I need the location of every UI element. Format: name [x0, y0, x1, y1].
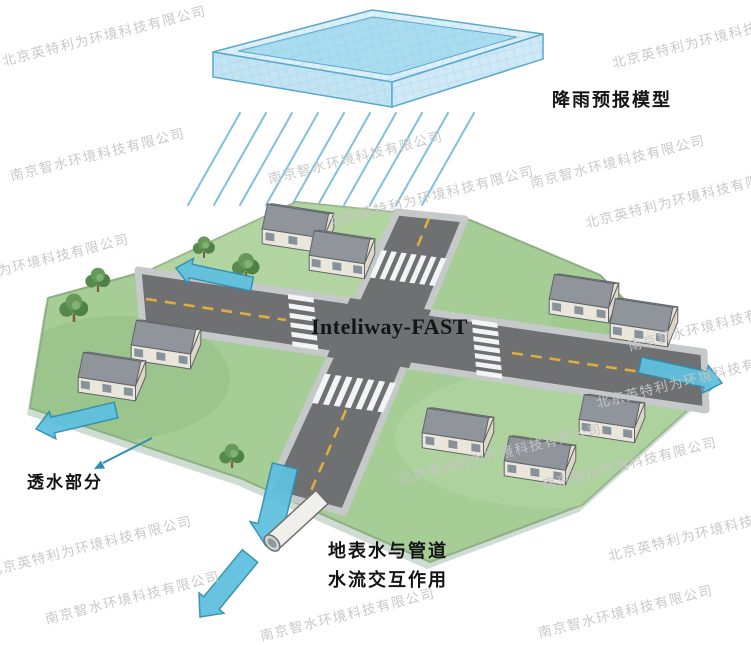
flow-arrow: [174, 256, 255, 292]
house: [578, 393, 646, 444]
road-markings: [145, 217, 697, 501]
interaction-label-line1: 地表水与管道: [328, 541, 448, 562]
drain-pipe: [198, 489, 330, 618]
permeable-label: 透水部分: [27, 473, 103, 493]
trees: [59, 236, 260, 468]
water-flow-arrows: [34, 256, 724, 548]
permeable-callout-arrow: [94, 437, 153, 469]
tree: [59, 293, 89, 322]
flow-arrow: [34, 401, 119, 441]
tree: [192, 236, 215, 258]
house: [130, 319, 202, 370]
tree: [219, 443, 245, 468]
flow-arrow: [198, 548, 259, 618]
scene-title: Inteliway-FAST: [311, 314, 468, 339]
road-intersection: [134, 208, 710, 516]
house: [308, 229, 376, 280]
rain-model-label: 降雨预报模型: [552, 90, 672, 111]
flow-arrow: [637, 356, 724, 395]
house: [77, 351, 147, 402]
interaction-label: 地表水与管道 水流交互作用: [288, 537, 488, 595]
interaction-label-line2: 水流交互作用: [328, 570, 448, 591]
house: [548, 273, 620, 324]
rain-lines: [187, 112, 475, 206]
house: [609, 297, 679, 348]
tree: [232, 253, 260, 280]
houses: [77, 203, 679, 486]
house: [503, 435, 577, 486]
house: [421, 407, 495, 458]
tree: [85, 267, 111, 292]
rain-source-basin: [212, 9, 544, 109]
